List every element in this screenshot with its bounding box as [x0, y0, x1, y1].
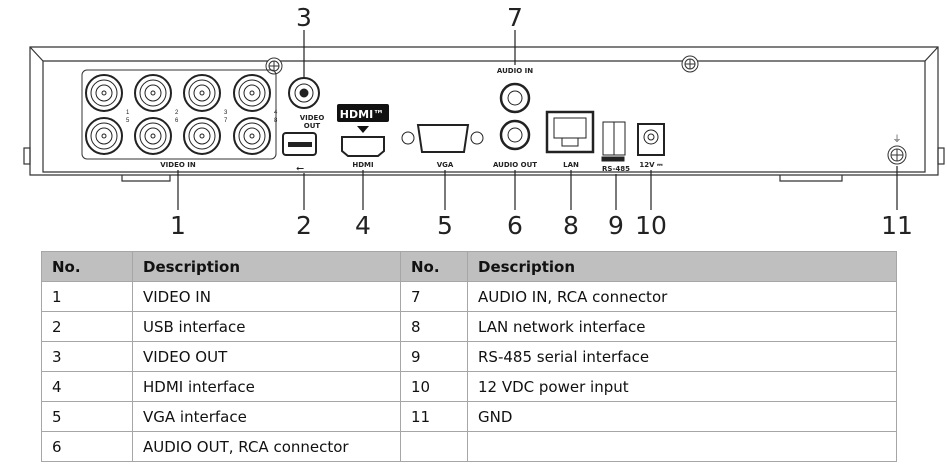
callout-10: 10	[635, 211, 667, 240]
ground-icon: ⏚	[892, 134, 901, 144]
cell-no-2: 11	[400, 401, 468, 432]
video-in-label: VIDEO IN	[160, 161, 196, 169]
callout-3: 3	[296, 3, 312, 32]
channel-number: 2	[175, 110, 179, 116]
audio-out-label: AUDIO OUT	[493, 161, 537, 169]
bnc-connector	[183, 74, 221, 112]
hdmi-label: HDMI	[352, 161, 373, 169]
cell-description-2	[467, 431, 897, 462]
video-out-port	[288, 77, 320, 109]
power-port	[637, 123, 665, 156]
audio-out-port	[499, 119, 531, 151]
rs485-label: RS-485	[602, 165, 630, 173]
bnc-connector	[233, 117, 271, 155]
bnc-connector	[85, 117, 123, 155]
cell-description-2: AUDIO IN, RCA connector	[467, 281, 897, 312]
usb-icon: ⭠	[296, 163, 304, 174]
bnc-connector	[183, 117, 221, 155]
cell-no-2: 9	[400, 341, 468, 372]
cell-no: 2	[41, 311, 133, 342]
channel-number: 3	[224, 110, 228, 116]
channel-number: 8	[274, 118, 278, 124]
cell-no-2	[400, 431, 468, 462]
channel-number: 7	[224, 118, 228, 124]
video-in-ports: 1 5 2 6 3 7 4 8 VIDEO IN	[81, 69, 278, 169]
cell-description-2: LAN network interface	[467, 311, 897, 342]
audio-in-port	[499, 82, 531, 114]
hdmi-logo	[337, 104, 389, 133]
power-label: 12V ⎓	[639, 161, 663, 169]
video-out-label: VIDEO	[300, 114, 325, 122]
cell-no-2: 10	[400, 371, 468, 402]
leader-lines	[177, 30, 898, 210]
callout-8: 8	[563, 211, 579, 240]
cell-description: AUDIO OUT, RCA connector	[132, 431, 401, 462]
header-no-2: No.	[400, 251, 468, 282]
callout-11: 11	[881, 211, 913, 240]
callout-4: 4	[355, 211, 371, 240]
table-header-row: No. Description No. Description	[41, 251, 897, 282]
cell-description-2: 12 VDC power input	[467, 371, 897, 402]
vga-label: VGA	[437, 161, 454, 169]
channel-number: 4	[274, 110, 278, 116]
hdmi-logo-text: HDMI™	[340, 108, 384, 121]
cell-description-2: GND	[467, 401, 897, 432]
bnc-connector	[85, 74, 123, 112]
cell-no-2: 7	[400, 281, 468, 312]
video-out-label-2: OUT	[304, 122, 321, 130]
cell-description: VIDEO IN	[132, 281, 401, 312]
rs485-port	[601, 121, 626, 162]
cell-no: 6	[41, 431, 133, 462]
callout-9: 9	[608, 211, 624, 240]
hdmi-port	[341, 136, 385, 157]
cell-description: VIDEO OUT	[132, 341, 401, 372]
cell-no: 3	[41, 341, 133, 372]
channel-number: 1	[126, 110, 130, 116]
audio-in-label: AUDIO IN	[497, 67, 533, 75]
channel-number: 5	[126, 118, 130, 124]
cell-description: VGA interface	[132, 401, 401, 432]
cell-description: USB interface	[132, 311, 401, 342]
callout-1: 1	[170, 211, 186, 240]
usb-port	[282, 132, 317, 156]
bnc-connector	[134, 117, 172, 155]
lan-label: LAN	[563, 161, 579, 169]
lan-port	[545, 110, 595, 154]
callout-6: 6	[507, 211, 523, 240]
bnc-connector	[233, 74, 271, 112]
callout-2: 2	[296, 211, 312, 240]
callout-7: 7	[507, 3, 523, 32]
bnc-connector	[134, 74, 172, 112]
cell-no: 5	[41, 401, 133, 432]
header-description-2: Description	[467, 251, 897, 282]
vga-port	[401, 124, 484, 153]
cell-description: HDMI interface	[132, 371, 401, 402]
rear-panel-diagram: 1 5 2 6 3 7 4 8 VIDEO IN VIDEO OUT ⭠ HDMI™ HDMI…	[23, 3, 945, 240]
cell-description-2: RS-485 serial interface	[467, 341, 897, 372]
callout-5: 5	[437, 211, 453, 240]
channel-number: 6	[175, 118, 179, 124]
gnd-screw-icon	[887, 145, 907, 165]
header-no: No.	[41, 251, 133, 282]
cell-no: 1	[41, 281, 133, 312]
screw-icon	[681, 55, 699, 73]
cell-no-2: 8	[400, 311, 468, 342]
header-description: Description	[132, 251, 401, 282]
cell-no: 4	[41, 371, 133, 402]
